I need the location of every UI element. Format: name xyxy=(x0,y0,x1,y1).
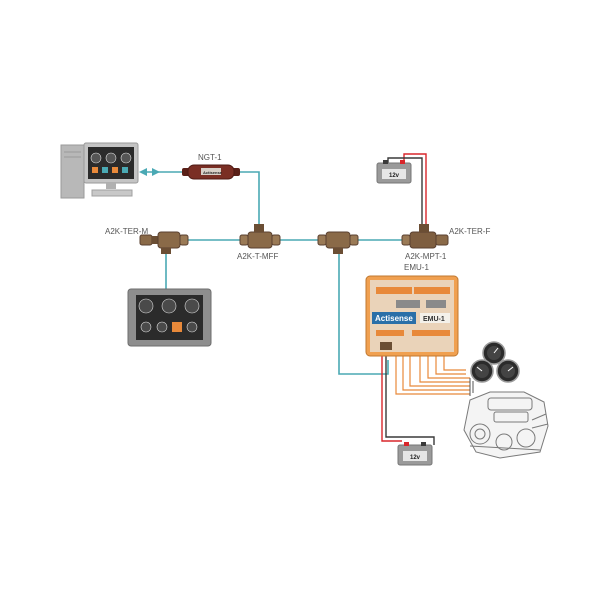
ngt-badge: Actisense xyxy=(203,170,223,175)
ter-m-label: A2K-TER-M xyxy=(105,227,148,236)
pc-monitor-stand xyxy=(106,183,116,189)
emu-terminal-block-1 xyxy=(376,287,412,294)
pc-desktop-icon xyxy=(60,142,139,199)
emu-brand-plate xyxy=(372,312,416,324)
ngt-label: NGT-1 xyxy=(198,153,222,162)
mpt-1-power-tee xyxy=(401,224,437,249)
emu-label: EMU-1 xyxy=(404,263,429,272)
emu-brand: Actisense xyxy=(375,314,413,323)
engine-wire-2 xyxy=(402,355,470,391)
battery-top-label: 12v xyxy=(389,173,400,179)
mpt-label: A2K-MPT-1 xyxy=(405,252,447,261)
ngt-drop-cable xyxy=(238,171,260,228)
ground-symbol xyxy=(469,378,474,396)
engine-wire-7 xyxy=(443,355,466,371)
t-mff-connector xyxy=(239,224,281,249)
battery-top: 12v xyxy=(376,160,412,184)
ter-m-connector xyxy=(139,234,158,246)
marine-engine-icon xyxy=(463,391,549,459)
pc-link-arrow-left xyxy=(139,168,147,176)
power-cable-bottom-negative xyxy=(385,355,435,445)
pc-keyboard xyxy=(91,189,133,197)
engine-wire-4 xyxy=(419,355,470,383)
ter-f-label: A2K-TER-F xyxy=(449,227,490,236)
engine-wire-5 xyxy=(427,355,470,379)
chartplotter-display-icon xyxy=(127,288,212,347)
engine-wire-3 xyxy=(409,355,470,387)
engine-wire-6 xyxy=(435,355,466,375)
t-mff-label: A2K-T-MFF xyxy=(237,252,278,261)
pc-tower xyxy=(60,144,85,199)
battery-bottom-label: 12v xyxy=(410,455,421,461)
emu-badge: EMU-1 xyxy=(423,316,445,323)
ter-f-connector xyxy=(435,234,449,246)
engine-wiring xyxy=(395,355,470,395)
emu-1-module: Actisense EMU-1 xyxy=(365,275,459,357)
tee-connector-left xyxy=(157,231,189,254)
emu-drop-cable xyxy=(338,250,389,375)
power-cable-bottom-positive xyxy=(381,355,402,442)
analogue-gauge-cluster-icon xyxy=(470,341,520,383)
battery-bottom: 12v xyxy=(397,442,433,466)
ngt-1-gateway: Actisense xyxy=(182,164,240,180)
tee-connector-right xyxy=(317,231,359,254)
pc-link-arrow-right xyxy=(152,168,160,176)
engine-wire-1 xyxy=(395,355,470,395)
network-cables xyxy=(139,168,404,375)
emu-terminal-block-2 xyxy=(414,287,450,294)
